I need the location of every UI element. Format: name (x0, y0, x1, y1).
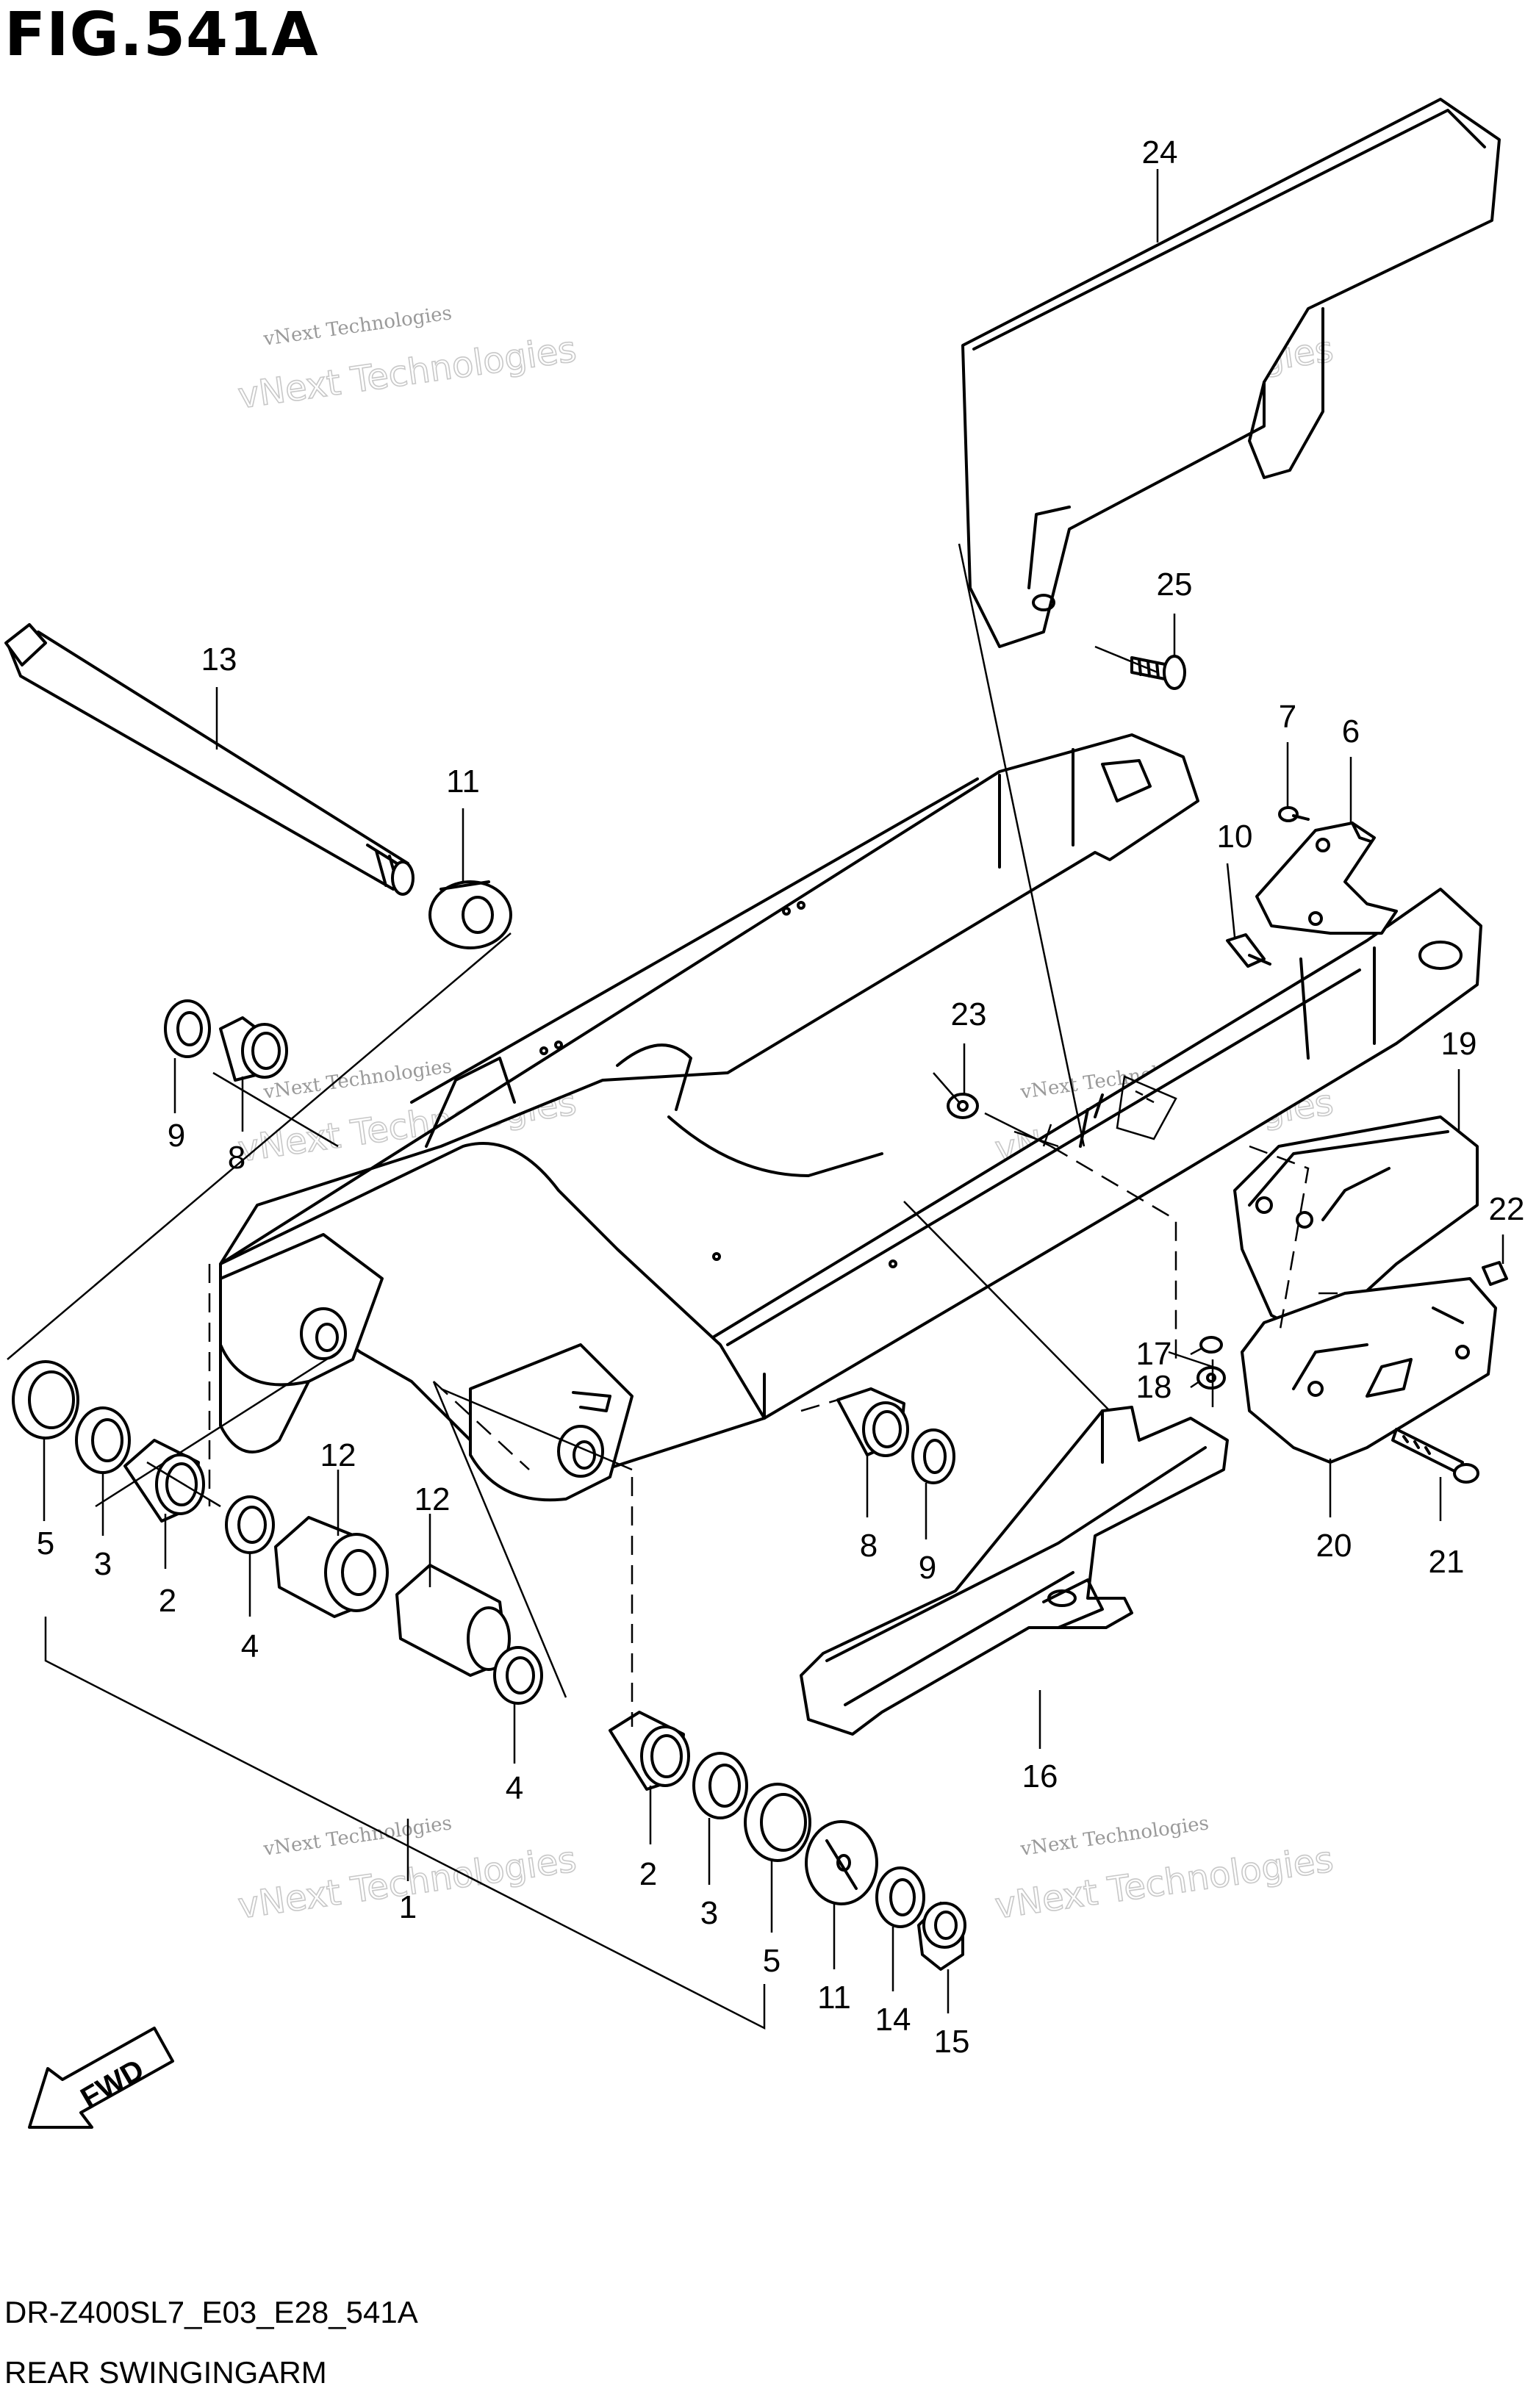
bearing-part-2-left (123, 1439, 205, 1523)
callout-5-left: 5 (37, 1525, 54, 1561)
callout-6: 6 (1342, 714, 1360, 750)
watermark-small-6: vNext Technologies (1019, 1812, 1210, 1861)
diagram-caption: REAR SWINGINGARM (4, 2355, 327, 2390)
callout-20: 20 (1316, 1528, 1352, 1564)
chain-case-part-24 (961, 98, 1501, 648)
callout-25: 25 (1157, 567, 1193, 603)
bolt-part-7 (1278, 806, 1310, 822)
callout-10: 10 (1217, 819, 1253, 855)
bolt-part-25 (1130, 655, 1186, 690)
bearing-part-8-right (836, 1387, 909, 1457)
callout-2-left: 2 (159, 1583, 176, 1619)
callout-numbers: 24 25 13 11 7 6 10 23 9 8 19 22 17 18 12… (37, 134, 1525, 2060)
swingarm-body-part-1 (219, 733, 1482, 1502)
assembly-leader-lines (7, 543, 1338, 1727)
nut-part-23 (947, 1093, 979, 1119)
callout-8-left: 8 (228, 1140, 245, 1176)
seal-part-4-right (493, 1646, 543, 1705)
washer-part-3-left (75, 1406, 131, 1474)
callout-14: 14 (875, 2002, 911, 2038)
callout-4-left: 4 (241, 1628, 259, 1664)
callout-11-top: 11 (446, 763, 480, 799)
seal-part-5-right (744, 1783, 811, 1862)
washer-part-11-bottom (805, 1820, 878, 1905)
chain-guide-part-20 (1241, 1277, 1497, 1464)
nut-part-15 (917, 1902, 966, 1971)
bolt-part-22 (1482, 1261, 1508, 1286)
callout-3-left: 3 (94, 1546, 112, 1582)
seal-part-9-right (911, 1428, 955, 1484)
callout-2-right: 2 (639, 1856, 657, 1892)
callout-19: 19 (1441, 1026, 1477, 1062)
chain-slider-part-16 (800, 1406, 1229, 1736)
callout-13: 13 (201, 641, 237, 678)
callout-1: 1 (399, 1889, 417, 1925)
callout-18: 18 (1136, 1369, 1172, 1405)
callout-12-a: 12 (320, 1437, 356, 1473)
seal-part-4-left (225, 1495, 275, 1554)
callout-3-right: 3 (700, 1895, 718, 1931)
bracket-part-6 (1255, 822, 1398, 935)
washer-part-14 (875, 1866, 925, 1928)
washer-part-11-top (428, 880, 512, 949)
bolt-part-21 (1391, 1428, 1479, 1484)
callout-9-right: 9 (919, 1550, 936, 1586)
watermark-small-1: vNext Technologies (262, 302, 453, 351)
callout-leaders (43, 169, 1504, 2013)
washer-part-18 (1196, 1366, 1226, 1390)
callout-8-right: 8 (860, 1528, 878, 1564)
callout-7: 7 (1279, 699, 1296, 735)
bolt-part-17 (1199, 1336, 1223, 1354)
callout-9-left: 9 (168, 1118, 185, 1154)
callout-16: 16 (1022, 1758, 1058, 1794)
forward-direction-arrow-icon: FWD (28, 2027, 174, 2129)
spacer-part-12-a (274, 1516, 389, 1618)
callout-21: 21 (1429, 1544, 1465, 1580)
chain-adjuster-part-19 (1233, 1115, 1479, 1339)
callout-12-b: 12 (415, 1481, 451, 1517)
callout-24: 24 (1142, 134, 1178, 170)
seal-part-5-left (12, 1360, 79, 1440)
part-1-group-bracket (44, 1617, 766, 2030)
seal-part-9-left (164, 999, 211, 1058)
bolt-part-10 (1226, 933, 1271, 968)
pivot-axle-part-13 (4, 623, 415, 896)
washer-part-3-right (692, 1752, 748, 1819)
figure-title: FIG.541A (4, 0, 319, 70)
bearing-part-8-left (219, 1016, 288, 1082)
callout-17: 17 (1136, 1336, 1172, 1372)
diagram-code: DR-Z400SL7_E03_E28_541A (4, 2295, 418, 2329)
callout-5-right: 5 (763, 1943, 781, 1979)
spacer-part-12-b (395, 1564, 511, 1677)
callout-22: 22 (1489, 1191, 1525, 1227)
callout-11-bottom: 11 (817, 1980, 851, 2016)
callout-15: 15 (934, 2024, 970, 2060)
bearing-part-2-right (609, 1711, 690, 1791)
callout-4-right: 4 (506, 1770, 523, 1806)
callout-23: 23 (951, 996, 987, 1032)
